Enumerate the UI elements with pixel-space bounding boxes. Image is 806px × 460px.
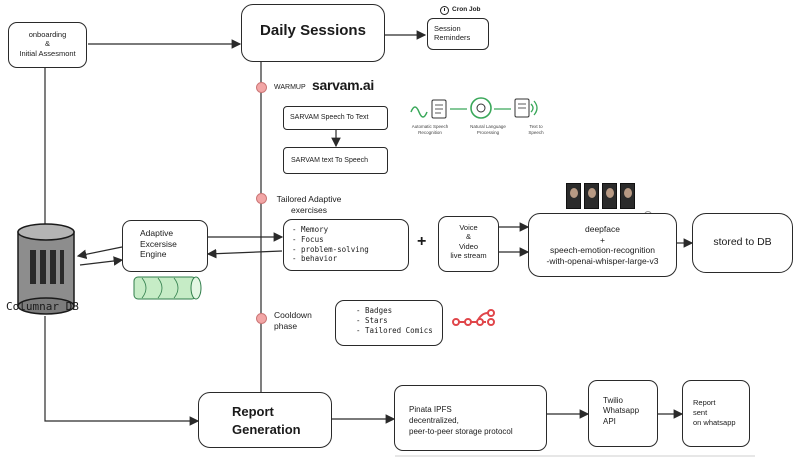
report-sent-node: Report sent on whatsapp — [682, 380, 750, 447]
plus-sign: + — [417, 233, 427, 250]
sarvam-tts-label: SARVAM text To Speech — [291, 157, 369, 164]
tailored-label: Tailored Adaptive exercises — [276, 194, 342, 215]
database-icon — [17, 223, 75, 315]
session-reminders-label: Session Reminders — [434, 24, 471, 43]
rewards-node: - Badges - Stars - Tailored Comics — [335, 300, 443, 346]
voice-video-node: Voice & Video live stream — [438, 216, 499, 272]
rewards-list: - Badges - Stars - Tailored Comics — [356, 306, 433, 336]
branch-icon — [452, 309, 495, 326]
twilio-label: Twilio Whatsapp API — [603, 396, 640, 426]
stored-db-node: stored to DB — [692, 213, 793, 273]
asr-label: Automatic Speech Recognition — [411, 124, 449, 135]
sarvam-logo: sarvam.ai — [312, 77, 374, 93]
pinata-node: Pinata IPFS decentralized, peer-to-peer … — [394, 385, 547, 451]
report-generation-node: Report Generation — [198, 392, 332, 448]
cooldown-dot — [256, 313, 267, 324]
onboarding-label: onboarding & Initial Assesmont — [19, 30, 76, 58]
report-sent-label: Report sent on whatsapp — [693, 398, 736, 427]
nlp-icon — [470, 97, 492, 119]
cylinder-icon — [133, 276, 202, 300]
exercise-list: - Memory - Focus - problem-solving - beh… — [292, 225, 369, 264]
face-thumbnail — [584, 183, 599, 209]
report-generation-label: Report Generation — [232, 404, 301, 437]
face-thumbnail — [602, 183, 617, 209]
warmup-label: WARMUP — [274, 84, 306, 91]
pinata-label: Pinata IPFS decentralized, peer-to-peer … — [409, 405, 513, 437]
cooldown-label: Cooldown phase — [274, 310, 312, 331]
deepface-label: deepface + speech-emotion-recognition -w… — [546, 224, 659, 266]
daily-sessions-node: Daily Sessions — [241, 4, 385, 62]
stored-db-label: stored to DB — [713, 236, 772, 248]
deepface-node: deepface + speech-emotion-recognition -w… — [528, 213, 677, 277]
twilio-node: Twilio Whatsapp API — [588, 380, 658, 447]
clock-icon — [440, 6, 449, 15]
exercise-list-node: - Memory - Focus - problem-solving - beh… — [283, 219, 409, 271]
columnar-db-label: Columnar DB — [6, 300, 79, 313]
tts-label: Text to Speech — [528, 124, 544, 135]
nlp-label: Natural Language Processing — [470, 124, 506, 135]
session-reminders-node: Session Reminders — [427, 18, 489, 50]
sarvam-stt-label: SARVAM Speech To Text — [290, 114, 369, 121]
cron-job-label: Cron Job — [452, 6, 481, 13]
sarvam-tts-node: SARVAM text To Speech — [283, 147, 388, 174]
voice-video-label: Voice & Video live stream — [450, 223, 487, 261]
tts-icon — [514, 98, 538, 118]
asr-icon — [410, 99, 447, 119]
sarvam-stt-node: SARVAM Speech To Text — [283, 106, 388, 130]
warmup-dot — [256, 82, 267, 93]
adaptive-engine-label: Adaptive Excersise Engine — [140, 228, 177, 260]
tailored-dot — [256, 193, 267, 204]
face-thumbnail — [620, 183, 635, 209]
onboarding-node: onboarding & Initial Assesmont — [8, 22, 87, 68]
adaptive-engine-node: Adaptive Excersise Engine — [122, 220, 208, 272]
daily-sessions-label: Daily Sessions — [260, 22, 366, 39]
face-thumbnail — [566, 183, 581, 209]
speech-pipeline-icons — [410, 97, 538, 119]
